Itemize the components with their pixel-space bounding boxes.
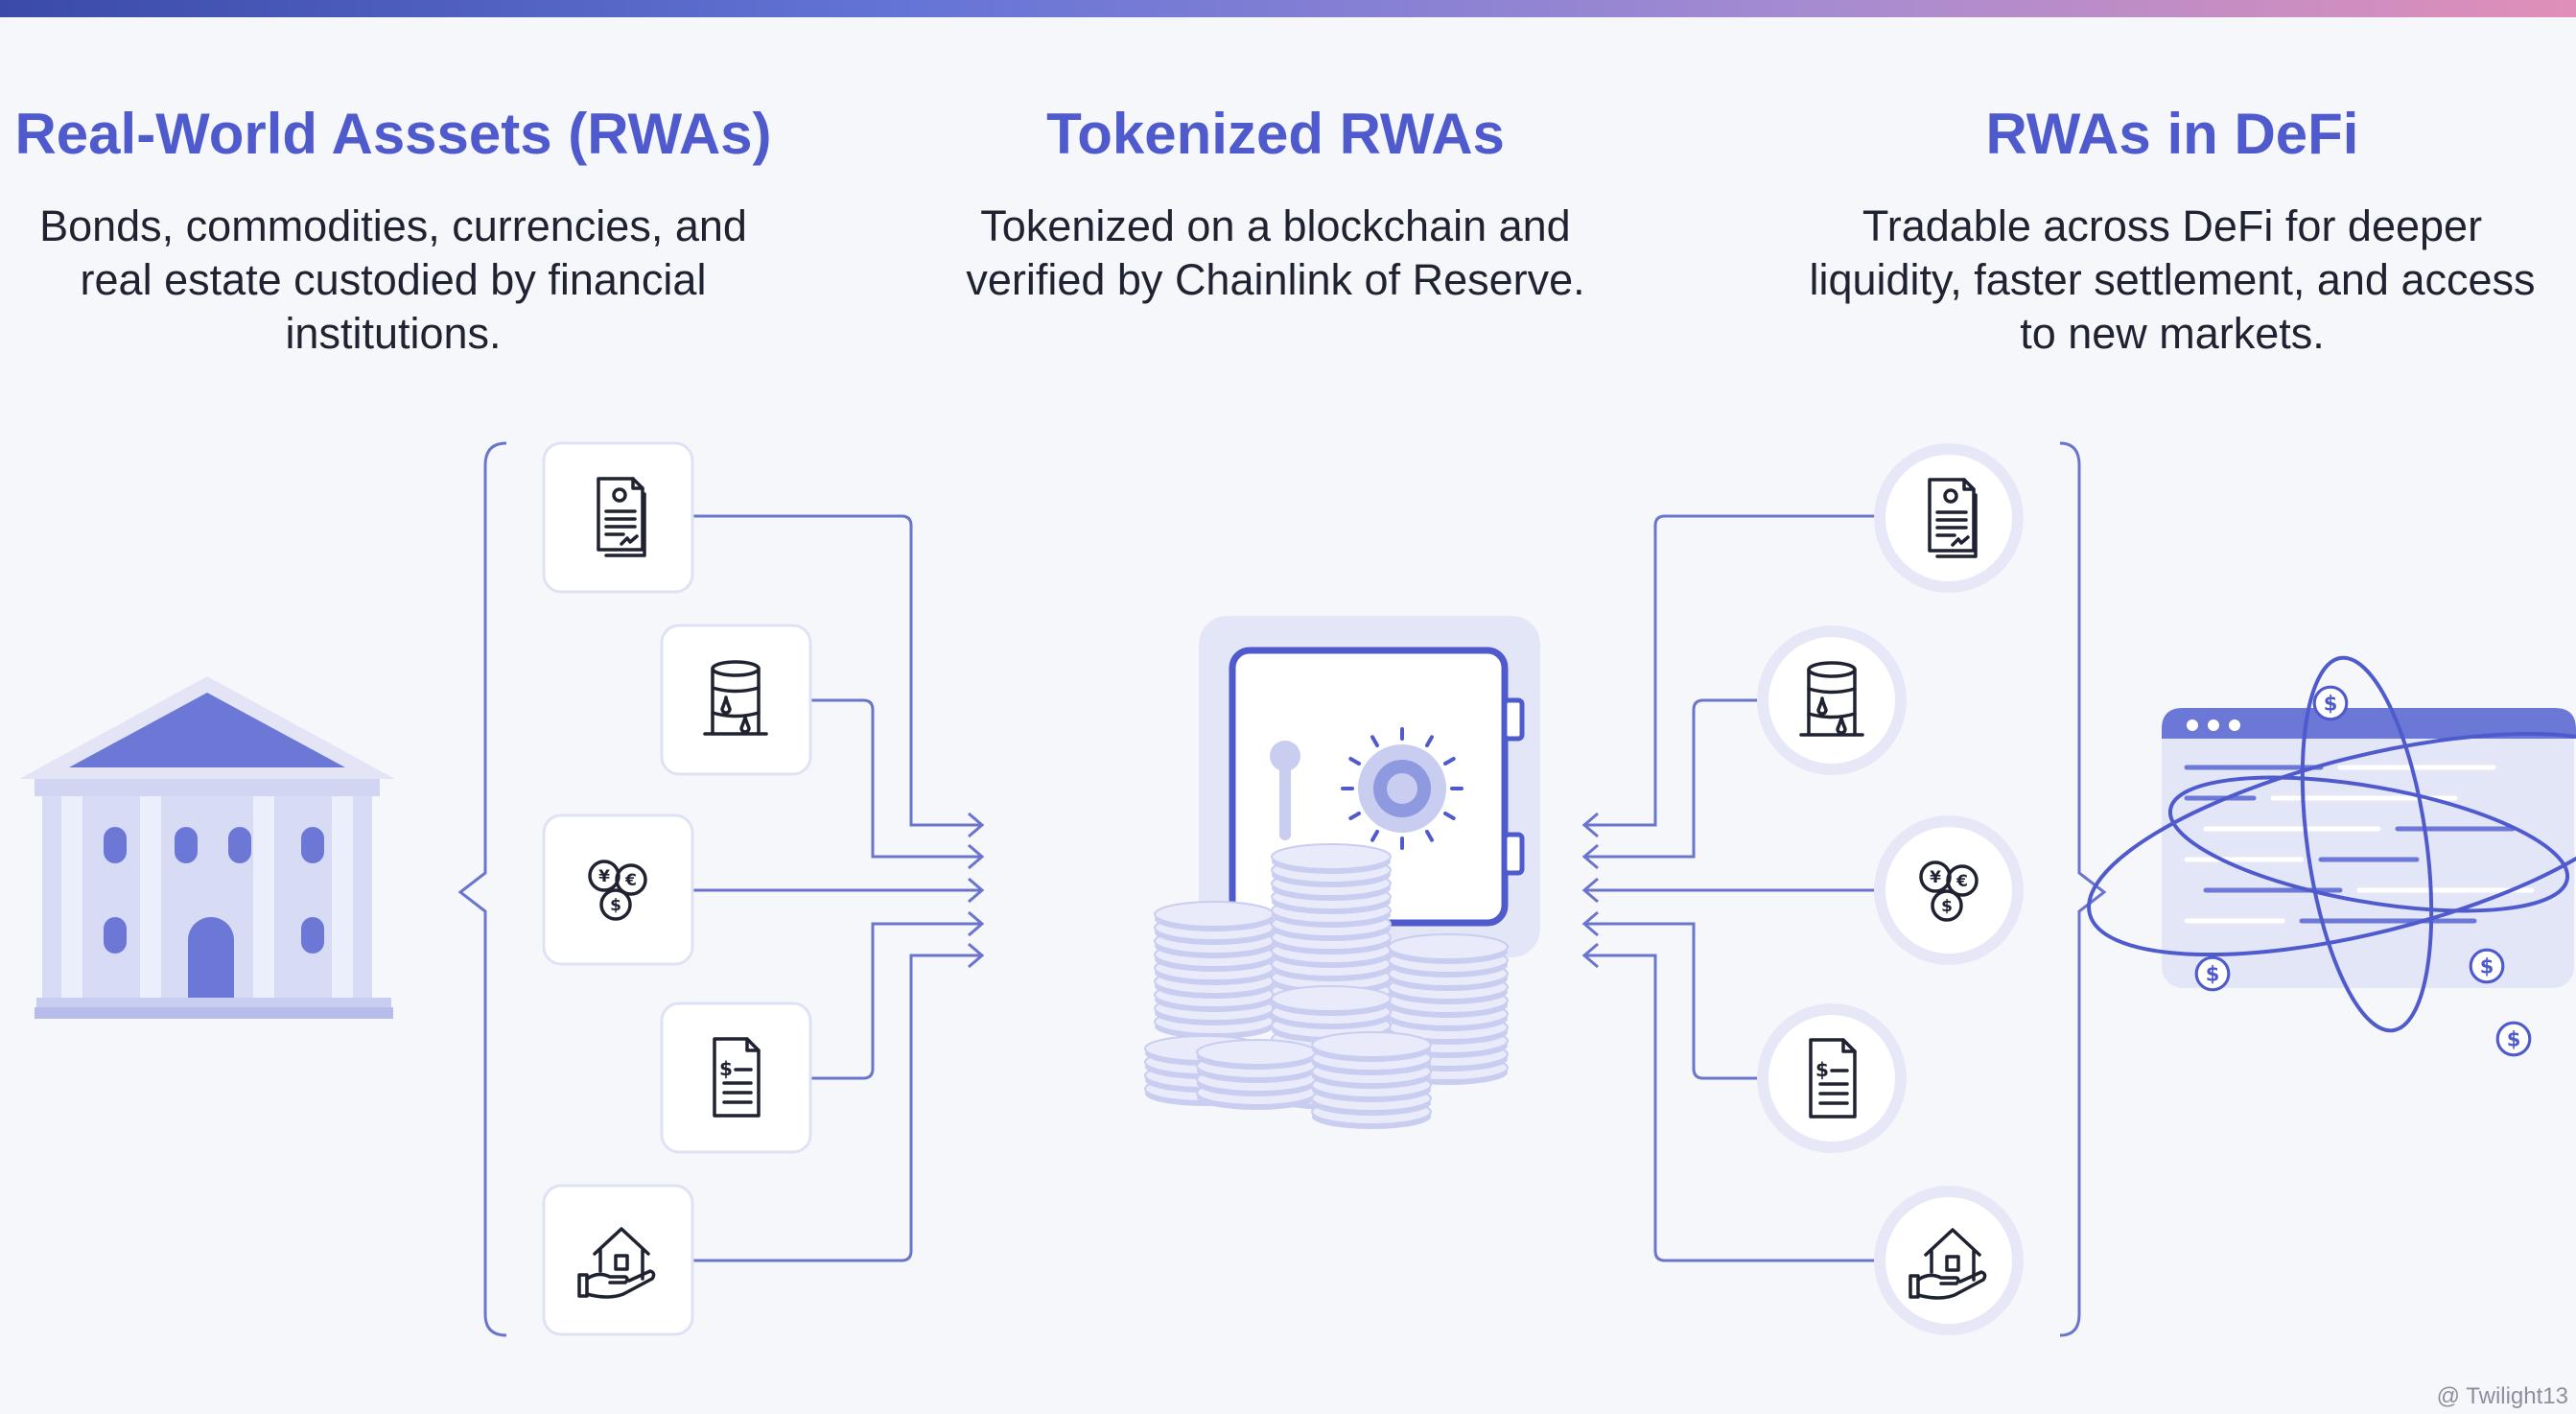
column-description: Tradable across DeFi for deeper liquidit… xyxy=(1809,201,2536,358)
bank-building-icon xyxy=(19,676,395,1019)
asset-box-oil xyxy=(660,624,812,776)
defi-asset-bond xyxy=(1874,443,2024,593)
defi-asset-invoice xyxy=(1757,1003,1907,1153)
asset-box-real-estate xyxy=(542,1184,694,1336)
dial-tick xyxy=(1425,735,1434,747)
asset-box-bond xyxy=(542,441,694,594)
column-title: RWAs in DeFi xyxy=(1985,102,2359,166)
dial-tick xyxy=(1443,812,1456,820)
left-brace xyxy=(457,441,507,1337)
column-description: Bonds, commodities, currencies, and real… xyxy=(39,201,747,358)
right-brace xyxy=(2059,441,2107,1337)
dial-tick xyxy=(1370,830,1379,842)
dial-tick xyxy=(1443,757,1456,766)
right-connectors xyxy=(1581,514,1876,1262)
token-coin xyxy=(1196,1039,1317,1071)
dollar-coin-icon xyxy=(2194,955,2231,992)
column-description: Tokenized on a blockchain and verified b… xyxy=(966,201,1585,304)
defi-asset-real-estate xyxy=(1874,1186,2024,1335)
defi-asset-oil xyxy=(1757,625,1907,775)
dollar-coin-icon xyxy=(2469,948,2505,984)
dial-tick xyxy=(1425,830,1434,842)
token-coin xyxy=(1271,843,1392,875)
dollar-coin-icon xyxy=(2312,685,2349,721)
token-coin xyxy=(1311,1031,1432,1063)
column-title: Real-World Asssets (RWAs) xyxy=(14,102,772,166)
asset-box-invoice xyxy=(660,1002,812,1154)
column-title: Tokenized RWAs xyxy=(1046,102,1505,166)
dial-tick xyxy=(1348,757,1361,766)
defi-window-icon xyxy=(2087,655,2576,1057)
defi-asset-currency xyxy=(1874,815,2024,965)
top-gradient-bar xyxy=(0,0,2576,17)
rwas-in-defi-column: RWAs in DeFi Tradable across DeFi for de… xyxy=(1803,101,2541,361)
token-coin xyxy=(1154,901,1275,932)
tokenized-rwas-column: Tokenized RWAs Tokenized on a blockchain… xyxy=(930,101,1621,307)
watermark: @ Twilight13 xyxy=(2436,1383,2568,1409)
token-coin xyxy=(1271,985,1392,1017)
left-connectors xyxy=(692,514,985,1262)
dial-tick xyxy=(1370,735,1379,747)
token-coin xyxy=(1388,933,1509,965)
real-world-assets-column: Real-World Asssets (RWAs) Bonds, commodi… xyxy=(0,101,786,361)
dial-tick xyxy=(1348,812,1361,820)
dollar-coin-icon xyxy=(2495,1021,2532,1057)
asset-box-currency xyxy=(542,813,694,966)
